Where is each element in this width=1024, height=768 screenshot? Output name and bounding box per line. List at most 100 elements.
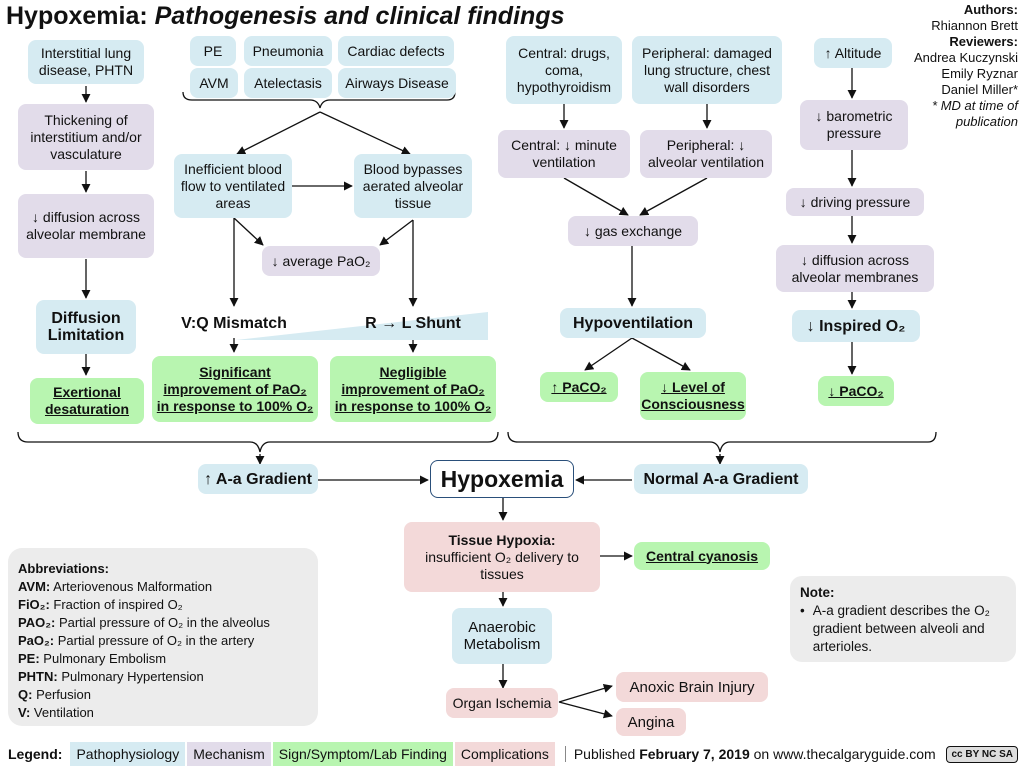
note-text: A-a gradient describes the O₂ gradient b… (812, 603, 990, 654)
note-panel: Note: • A-a gradient describes the O₂ gra… (790, 576, 1016, 662)
node-paco2-increase: ↑ PaCO₂ (540, 372, 618, 402)
authors-label: Authors: (963, 2, 1018, 17)
published-date: February 7, 2019 (639, 746, 750, 762)
node-label: Thickening of interstitium and/or vascul… (30, 111, 142, 162)
node-exertional-desaturation: Exertional desaturation (30, 378, 144, 424)
abbreviations-panel: Abbreviations: AVM: Arteriovenous Malfor… (8, 548, 318, 726)
node-vq-mismatch: V:Q Mismatch (174, 308, 294, 338)
legend-sign: Sign/Symptom/Lab Finding (272, 742, 453, 766)
node-label: ↑ Altitude (824, 44, 882, 61)
node-altitude: ↑ Altitude (814, 38, 892, 68)
node-label: Pneumonia (252, 42, 324, 59)
node-label: Hypoxemia (440, 465, 564, 492)
node-label: ↓ Level of Consciousness (641, 379, 745, 412)
published-line: Published February 7, 2019 on www.thecal… (564, 746, 936, 762)
authors-block: Authors: Rhiannon Brett Reviewers: Andre… (908, 2, 1018, 130)
node-central-drugs: Central: drugs, coma, hypothyroidism (506, 36, 622, 104)
node-label: Organ Ischemia (452, 694, 552, 711)
node-label: ↓ gas exchange (583, 222, 683, 239)
author-name: Rhiannon Brett (931, 18, 1018, 33)
abbreviation-item: PAO₂: Partial pressure of O₂ in the alve… (18, 614, 308, 632)
node-label: ↑ PaCO₂ (551, 378, 607, 395)
abbreviation-item: Q: Perfusion (18, 686, 308, 704)
node-atelectasis: Atelectasis (244, 68, 332, 98)
node-label: Exertional desaturation (44, 384, 129, 417)
node-airways-disease: Airways Disease (338, 68, 456, 98)
node-diffusion-alveolar: ↓ diffusion across alveolar membrane (18, 194, 154, 258)
node-tissue-hypoxia: Tissue Hypoxia: insufficient O₂ delivery… (404, 522, 600, 592)
node-avm: AVM (190, 68, 238, 98)
node-label: ↓ diffusion across alveolar membranes (791, 251, 919, 285)
abbreviation-value: Perfusion (36, 687, 91, 702)
node-cardiac-defects: Cardiac defects (338, 36, 454, 66)
reviewer-name: Emily Ryznar (941, 66, 1018, 81)
node-label: ↓ barometric pressure (815, 108, 893, 141)
node-thickening-interstitium: Thickening of interstitium and/or vascul… (18, 104, 154, 170)
node-gas-exchange: ↓ gas exchange (568, 216, 698, 246)
node-rl-shunt: R → L Shunt (358, 308, 468, 338)
abbreviation-key: Q: (18, 687, 33, 702)
node-sublabel: insufficient O₂ delivery to tissues (425, 548, 579, 582)
page-title: Hypoxemia: Pathogenesis and clinical fin… (6, 2, 564, 31)
abbreviation-value: Arteriovenous Malformation (53, 579, 213, 594)
abbreviation-value: Pulmonary Hypertension (61, 669, 204, 684)
abbreviation-key: V: (18, 705, 31, 720)
node-blood-bypasses: Blood bypasses aerated alveolar tissue (354, 154, 472, 218)
node-label: Central cyanosis (645, 547, 759, 564)
abbreviation-value: Fraction of inspired O₂ (53, 597, 183, 612)
legend-label: Legend: (8, 746, 63, 762)
node-label: ↑ A-a Gradient (204, 470, 312, 488)
node-inefficient-blood-flow: Inefficient blood flow to ventilated are… (174, 154, 292, 218)
node-aa-gradient-normal: Normal A-a Gradient (634, 464, 808, 494)
node-label: Interstitial lung disease, PHTN (38, 45, 134, 78)
node-label: AVM (199, 74, 229, 91)
reviewer-name: Andrea Kuczynski (913, 50, 1018, 65)
abbreviation-key: PaO₂: (18, 633, 55, 648)
abbreviation-key: AVM: (18, 579, 51, 594)
abbreviation-item: PaO₂: Partial pressure of O₂ in the arte… (18, 632, 308, 650)
node-label: Angina (627, 713, 675, 731)
abbreviation-value: Pulmonary Embolism (43, 651, 167, 666)
node-label: Anoxic Brain Injury (629, 678, 755, 696)
bullet-icon: • (800, 603, 805, 618)
node-central-cyanosis: Central cyanosis (634, 542, 770, 570)
node-hypoxemia: Hypoxemia (430, 460, 574, 498)
node-significant-improvement: Significant improvement of PaO₂ in respo… (152, 356, 318, 422)
node-label: Hypoventilation (572, 314, 693, 332)
node-label: ↓ PaCO₂ (828, 382, 884, 399)
node-label: Tissue Hypoxia: (448, 531, 556, 548)
abbreviation-key: FiO₂: (18, 597, 50, 612)
node-label: V:Q Mismatch (181, 314, 287, 332)
node-label: ↓ average PaO₂ (271, 252, 371, 269)
reviewer-name: Daniel Miller* (941, 82, 1018, 97)
node-negligible-improvement: Negligible improvement of PaO₂ in respon… (330, 356, 496, 422)
node-label: Inefficient blood flow to ventilated are… (180, 160, 286, 211)
node-label: Atelectasis (254, 74, 322, 91)
abbreviation-key: PAO₂: (18, 615, 56, 630)
node-label: Peripheral: ↓ alveolar ventilation (648, 137, 764, 170)
node-central-minute-ventilation: Central: ↓ minute ventilation (498, 130, 630, 178)
node-driving-pressure: ↓ driving pressure (786, 188, 924, 216)
abbreviation-item: V: Ventilation (18, 704, 308, 722)
abbreviation-item: FiO₂: Fraction of inspired O₂ (18, 596, 308, 614)
node-label: PE (203, 42, 223, 59)
node-label: ↓ driving pressure (799, 193, 911, 210)
node-label: ↓ diffusion across alveolar membrane (26, 209, 146, 242)
abbreviation-key: PHTN: (18, 669, 58, 684)
node-label: Blood bypasses aerated alveolar tissue (362, 160, 464, 211)
abbreviation-value: Partial pressure of O₂ in the artery (57, 633, 255, 648)
node-label: Significant improvement of PaO₂ in respo… (156, 363, 314, 414)
note-heading: Note: (800, 585, 835, 600)
title-sub: Pathogenesis and clinical findings (154, 2, 565, 30)
node-barometric-pressure: ↓ barometric pressure (800, 100, 908, 150)
legend-complications: Complications (454, 742, 555, 766)
abbreviation-key: PE: (18, 651, 40, 666)
published-prefix: Published (573, 746, 636, 762)
reviewer-note: * MD at time of publication (932, 98, 1018, 129)
node-label: Normal A-a Gradient (643, 470, 799, 488)
node-label: Central: ↓ minute ventilation (511, 137, 617, 170)
node-interstitial-lung-disease: Interstitial lung disease, PHTN (28, 40, 144, 84)
node-angina: Angina (616, 708, 686, 736)
node-anaerobic-metabolism: Anaerobic Metabolism (452, 608, 552, 664)
